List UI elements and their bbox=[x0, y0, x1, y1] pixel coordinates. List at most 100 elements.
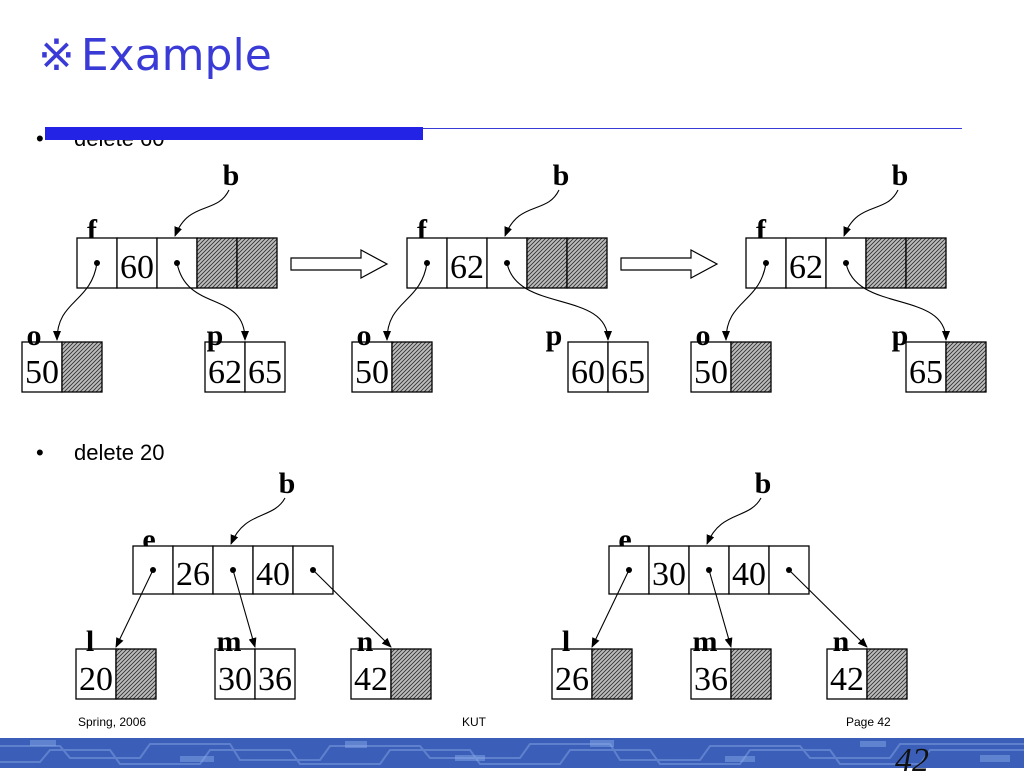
leaf-key-50: 50 bbox=[25, 354, 59, 391]
leaf-key-62: 62 bbox=[208, 354, 242, 391]
child-pointer-arrow bbox=[708, 569, 733, 648]
label-b: b bbox=[553, 159, 570, 192]
key-cell bbox=[252, 545, 294, 595]
leaf-key-42: 42 bbox=[354, 661, 388, 698]
leaf-key-cell bbox=[350, 648, 392, 700]
node-key: 60 bbox=[120, 249, 154, 286]
band-pattern bbox=[0, 740, 1024, 765]
child-pointer-arrow bbox=[53, 262, 98, 341]
label-b: b bbox=[755, 467, 772, 500]
leaf-n: 42 bbox=[350, 648, 432, 700]
child-pointer-arrow bbox=[506, 262, 612, 341]
label-b: b bbox=[279, 467, 296, 500]
child-pointer-arrow bbox=[176, 262, 249, 341]
transition-arrow bbox=[290, 248, 389, 280]
leaf-key-60: 60 bbox=[571, 354, 605, 391]
label-n: n bbox=[357, 625, 374, 658]
leaf-key-cell bbox=[351, 341, 393, 393]
child-pointer-arrow bbox=[383, 262, 428, 341]
bullet-dot: • bbox=[36, 126, 44, 151]
key-cell bbox=[648, 545, 690, 595]
parent-pointer-arrow bbox=[174, 189, 230, 237]
empty-slot-cell bbox=[236, 237, 278, 289]
leaf-o: 50 bbox=[21, 341, 103, 393]
leaf-key-cell bbox=[607, 341, 649, 393]
child-pointer-arrow bbox=[591, 569, 630, 648]
empty-slot-cell bbox=[196, 237, 238, 289]
child-pointer-arrow bbox=[312, 569, 392, 648]
leaf-key-cell bbox=[567, 341, 609, 393]
empty-slot-cell bbox=[866, 648, 908, 700]
key-cell bbox=[728, 545, 770, 595]
label-l: l bbox=[562, 625, 570, 658]
leaf-key-30: 30 bbox=[218, 661, 252, 698]
leaf-key-65: 65 bbox=[611, 354, 645, 391]
title-accent-bar bbox=[45, 127, 423, 140]
child-pointer-arrow bbox=[232, 569, 257, 648]
bullet-dot: • bbox=[36, 440, 44, 465]
leaf-l: 20 bbox=[75, 648, 157, 700]
reference-mark-symbol: ※ bbox=[38, 30, 75, 81]
empty-slot-cell bbox=[730, 648, 772, 700]
footer-band bbox=[0, 738, 1024, 768]
label-n: n bbox=[833, 625, 850, 658]
empty-slot-cell bbox=[390, 648, 432, 700]
leaf-key-36: 36 bbox=[694, 661, 728, 698]
node-key: 26 bbox=[176, 556, 210, 593]
leaf-l: 26 bbox=[551, 648, 633, 700]
leaf-o: 50 bbox=[351, 341, 433, 393]
slide-title-text: Example bbox=[80, 30, 272, 81]
leaf-key-20: 20 bbox=[79, 661, 113, 698]
label-o: o bbox=[357, 319, 372, 352]
empty-slot-cell bbox=[566, 237, 608, 289]
key-cell bbox=[446, 237, 488, 289]
parent-pointer-arrow bbox=[706, 497, 762, 545]
node-key: 30 bbox=[652, 556, 686, 593]
leaf-o: 50 bbox=[690, 341, 772, 393]
empty-slot-cell bbox=[61, 341, 103, 393]
label-m: m bbox=[693, 625, 718, 658]
leaf-key-cell bbox=[254, 648, 296, 700]
label-b: b bbox=[223, 159, 240, 192]
child-pointer-arrow bbox=[845, 262, 950, 341]
transition-arrow bbox=[620, 248, 719, 280]
page-number-mark: 42 bbox=[895, 742, 929, 779]
node-key: 40 bbox=[256, 556, 290, 593]
empty-slot-cell bbox=[526, 237, 568, 289]
empty-slot-cell bbox=[391, 341, 433, 393]
label-p: p bbox=[546, 319, 563, 352]
leaf-key-50: 50 bbox=[355, 354, 389, 391]
empty-slot-cell bbox=[865, 237, 907, 289]
node-key: 62 bbox=[789, 249, 823, 286]
label-o: o bbox=[696, 319, 711, 352]
label-f: f bbox=[87, 214, 98, 247]
leaf-p: 65 bbox=[905, 341, 987, 393]
child-pointer-arrow bbox=[722, 262, 767, 341]
empty-slot-cell bbox=[905, 237, 947, 289]
leaf-key-65: 65 bbox=[909, 354, 943, 391]
parent-pointer-arrow bbox=[230, 497, 286, 545]
label-o: o bbox=[27, 319, 42, 352]
leaf-key-36: 36 bbox=[258, 661, 292, 698]
label-p: p bbox=[892, 319, 909, 352]
child-pointer-arrow bbox=[115, 569, 154, 648]
key-cell bbox=[785, 237, 827, 289]
leaf-m: 36 bbox=[690, 648, 772, 700]
leaf-key-cell bbox=[826, 648, 868, 700]
slide-title: ※Example bbox=[38, 30, 272, 81]
leaf-key-cell bbox=[690, 341, 732, 393]
title-underline bbox=[45, 128, 962, 129]
leaf-key-26: 26 bbox=[555, 661, 589, 698]
empty-slot-cell bbox=[115, 648, 157, 700]
leaf-key-50: 50 bbox=[694, 354, 728, 391]
key-cell bbox=[172, 545, 214, 595]
parent-pointer-arrow bbox=[843, 189, 899, 237]
